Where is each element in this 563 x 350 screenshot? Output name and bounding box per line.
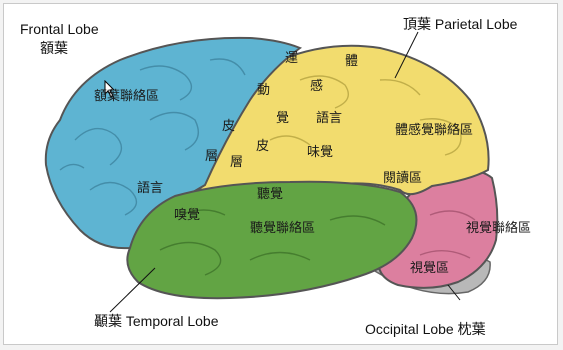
visual-area: 視覺區 (410, 262, 449, 275)
motor-cortex-char-3: 皮 (222, 120, 235, 133)
auditory-association-area: 聽覺聯絡區 (250, 222, 315, 235)
smell-area: 嗅覺 (174, 209, 200, 222)
motor-cortex-char-2: 動 (257, 84, 270, 97)
language-area: 語言 (137, 182, 163, 195)
occipital-lobe-label: Occipital Lobe 枕葉 (365, 322, 486, 336)
sensory-cortex-char-4: 皮 (256, 140, 269, 153)
frontal-association-area: 額葉聯絡區 (94, 90, 159, 103)
frontal-lobe-label-cn: 額葉 (40, 42, 68, 56)
somatosensory-association-area: 體感覺聯絡區 (395, 124, 473, 137)
sensory-cortex-char-5: 層 (230, 156, 243, 169)
hearing-area: 聽覺 (257, 188, 283, 201)
motor-cortex-char-4: 層 (205, 150, 218, 163)
frontal-lobe-label-en: Frontal Lobe (20, 22, 99, 36)
motor-cortex-char-1: 運 (285, 52, 298, 65)
visual-association-area: 視覺聯絡區 (466, 222, 531, 235)
taste-area: 味覺 (307, 146, 333, 159)
temporal-lobe-label: 顳葉 Temporal Lobe (94, 314, 219, 328)
reading-area: 閱讀區 (383, 172, 422, 185)
sensory-cortex-char-1: 體 (345, 55, 358, 68)
parietal-lobe-label: 頂葉 Parietal Lobe (403, 17, 517, 31)
speech-area: 語言 (316, 112, 342, 125)
sensory-cortex-char-2: 感 (310, 80, 323, 93)
sensory-cortex-char-3: 覺 (276, 112, 289, 125)
